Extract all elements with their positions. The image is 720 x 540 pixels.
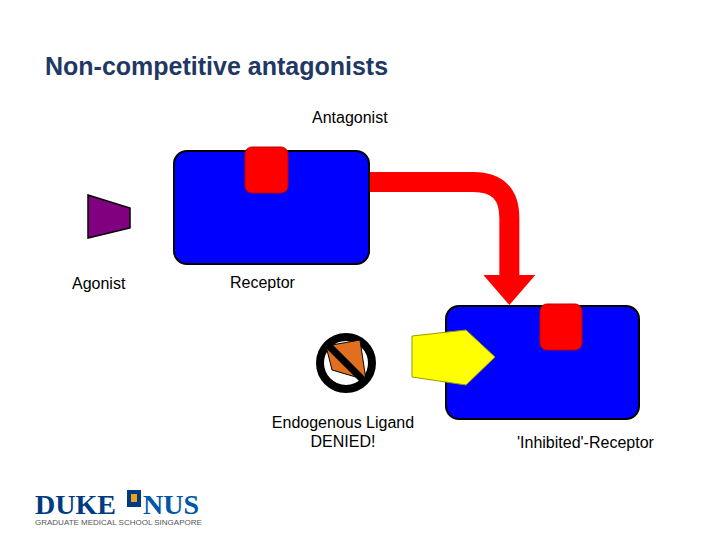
logo-shield [127,490,141,507]
logo-nus: NUS [143,488,199,522]
shield-mark [131,494,137,502]
slide-title: Non-competitive antagonists [45,52,388,81]
agonist-shape [88,195,130,238]
curved-arrow [370,182,535,305]
antagonist-square [245,147,288,193]
blocked-ligand [326,340,366,380]
receptor-label: Receptor [230,274,295,292]
shield [127,490,141,507]
antagonist-label: Antagonist [312,108,388,127]
agonist-label: Agonist [72,274,125,293]
denied-note: Endogenous Ligand DENIED! [258,413,428,451]
arrow-head [483,275,535,305]
no-circle [320,337,372,389]
receptor-label: 'Inhibited'-Receptor [517,434,654,452]
logo-subtitle: GRADUATE MEDICAL SCHOOL SINGAPORE [35,518,202,528]
no-symbol [320,337,372,389]
antagonist-square [540,304,582,350]
arrow-shaft [370,182,509,277]
logo-duke: DUKE [35,488,116,522]
no-slash [328,345,364,381]
